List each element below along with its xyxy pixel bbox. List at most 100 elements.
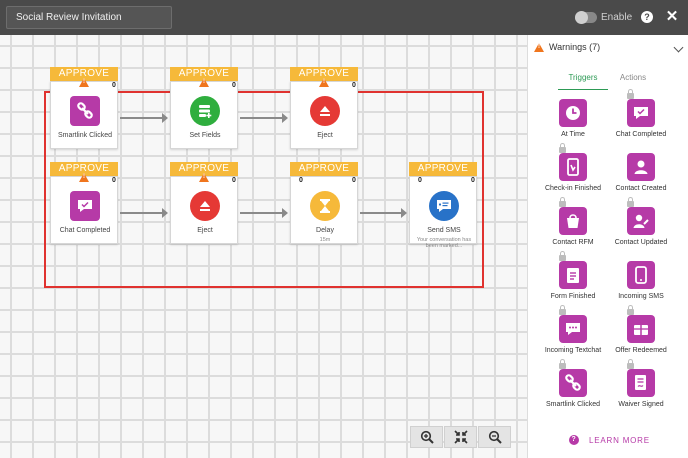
workflow-node-send-sms[interactable]: APPROVE Send SMS Your conversation has b… (409, 162, 477, 249)
link-icon (559, 369, 587, 397)
trigger-chat-completed[interactable]: Chat Completed (606, 89, 676, 149)
trigger-label: Contact Updated (614, 239, 668, 246)
trigger-incoming-textchat[interactable]: Incoming Textchat (538, 305, 608, 365)
contact-icon (627, 153, 655, 181)
lock-icon (559, 359, 566, 369)
trigger-contact-updated[interactable]: Contact Updated (606, 197, 676, 257)
count-badge: 0 (112, 177, 116, 184)
hourglass-icon (310, 191, 340, 221)
trigger-label: Check-in Finished (544, 185, 602, 192)
workflow-node-chat-completed[interactable]: APPROVE Chat Completed 0 (50, 162, 118, 248)
node-card: Delay 15m (290, 176, 358, 244)
chevron-down-icon[interactable] (673, 42, 684, 53)
approve-header: APPROVE (50, 67, 118, 81)
trigger-offer-redeemed[interactable]: Offer Redeemed (606, 305, 676, 365)
warning-icon (79, 173, 89, 182)
form-icon (559, 261, 587, 289)
tab-actions[interactable]: Actions (619, 73, 647, 82)
workflow-title-input[interactable]: Social Review Invitation (6, 6, 172, 29)
connector-arrow (240, 208, 288, 218)
lock-icon (627, 197, 634, 207)
warnings-label: Warnings (7) (549, 42, 601, 52)
basket-icon (559, 207, 587, 235)
learn-more-label: LEARN MORE (589, 435, 650, 445)
chat-icon (70, 191, 100, 221)
count-badge: 0 (471, 177, 475, 184)
warning-icon (534, 42, 544, 52)
set-fields-icon (190, 96, 220, 126)
approve-header: APPROVE (290, 67, 358, 81)
count-badge: 0 (352, 82, 356, 89)
tab-triggers[interactable]: Triggers (558, 73, 608, 90)
waiver-icon (627, 369, 655, 397)
close-icon[interactable]: ✕ (665, 8, 679, 25)
warning-icon (79, 78, 89, 87)
workflow-node-smartlink-clicked[interactable]: APPROVE Smartlink Clicked 0 (50, 67, 118, 153)
learn-more-link[interactable]: ? LEARN MORE (569, 435, 650, 445)
node-sublabel: 15m (319, 237, 331, 243)
chat-icon (627, 99, 655, 127)
trigger-check-in-finished[interactable]: Check-in Finished (538, 143, 608, 203)
node-label: Smartlink Clicked (57, 132, 113, 139)
workflow-node-eject[interactable]: APPROVE Eject 0 (290, 67, 358, 153)
contact-edit-icon (627, 207, 655, 235)
clock-icon (559, 99, 587, 127)
eject-icon (310, 96, 340, 126)
fit-to-screen-button[interactable] (444, 426, 477, 448)
trigger-label: Contact Created (615, 185, 667, 192)
count-badge: 0 (232, 82, 236, 89)
trigger-form-finished[interactable]: Form Finished (538, 251, 608, 311)
link-icon (70, 96, 100, 126)
count-badge: 0 (112, 82, 116, 89)
checkin-icon (559, 153, 587, 181)
warning-icon (199, 173, 209, 182)
zoom-in-button[interactable] (410, 426, 443, 448)
node-label: Set Fields (189, 132, 221, 139)
trigger-contact-created[interactable]: Contact Created (606, 153, 676, 203)
trigger-contact-rfm[interactable]: Contact RFM (538, 197, 608, 257)
trigger-incoming-sms[interactable]: Incoming SMS (606, 261, 676, 311)
workflow-node-delay[interactable]: APPROVE Delay 15m 0 0 (290, 162, 358, 248)
trigger-at-time[interactable]: At Time (538, 99, 608, 149)
side-panel: Warnings (7) Triggers Actions At Time Ch… (527, 35, 688, 458)
gift-icon (627, 315, 655, 343)
workflow-canvas[interactable]: APPROVE Smartlink Clicked 0 APPROVE Set … (0, 35, 527, 458)
lock-icon (559, 251, 566, 261)
top-bar: Social Review Invitation Enable ? ✕ (0, 0, 688, 35)
phone-icon (627, 261, 655, 289)
trigger-label: Offer Redeemed (615, 347, 667, 354)
workflow-node-set-fields[interactable]: APPROVE Set Fields 0 (170, 67, 238, 153)
enable-label: Enable (601, 12, 633, 23)
approve-header: APPROVE (409, 162, 477, 176)
trigger-label: Incoming Textchat (544, 347, 602, 354)
node-card: Chat Completed (50, 176, 118, 244)
enable-toggle[interactable] (575, 11, 597, 24)
trigger-smartlink-clicked[interactable]: Smartlink Clicked (538, 359, 608, 419)
warnings-toggle[interactable]: Warnings (7) (534, 42, 600, 52)
node-card: Eject (290, 81, 358, 149)
trigger-waiver-signed[interactable]: Waiver Signed (606, 359, 676, 419)
connector-arrow (360, 208, 407, 218)
approve-header: APPROVE (170, 67, 238, 81)
help-icon[interactable]: ? (641, 11, 653, 23)
connector-arrow (240, 113, 288, 123)
eject-icon (190, 191, 220, 221)
help-circle-icon: ? (569, 435, 579, 445)
count-badge: 0 (232, 177, 236, 184)
connector-arrow (120, 113, 168, 123)
count-badge: 0 (418, 177, 422, 184)
lock-icon (627, 305, 634, 315)
node-label: Chat Completed (59, 227, 111, 234)
node-card: Send SMS Your conversation has been mark… (409, 176, 477, 249)
zoom-out-button[interactable] (478, 426, 511, 448)
lock-icon (559, 305, 566, 315)
sms-icon (429, 191, 459, 221)
trigger-label: Waiver Signed (618, 401, 664, 408)
workflow-node-eject[interactable]: APPROVE Eject 0 (170, 162, 238, 248)
textchat-icon (559, 315, 587, 343)
selection-rectangle (44, 91, 484, 288)
approve-header: APPROVE (290, 162, 358, 176)
trigger-label: Incoming SMS (618, 293, 664, 300)
approve-header: APPROVE (170, 162, 238, 176)
fit-screen-icon (453, 430, 468, 444)
